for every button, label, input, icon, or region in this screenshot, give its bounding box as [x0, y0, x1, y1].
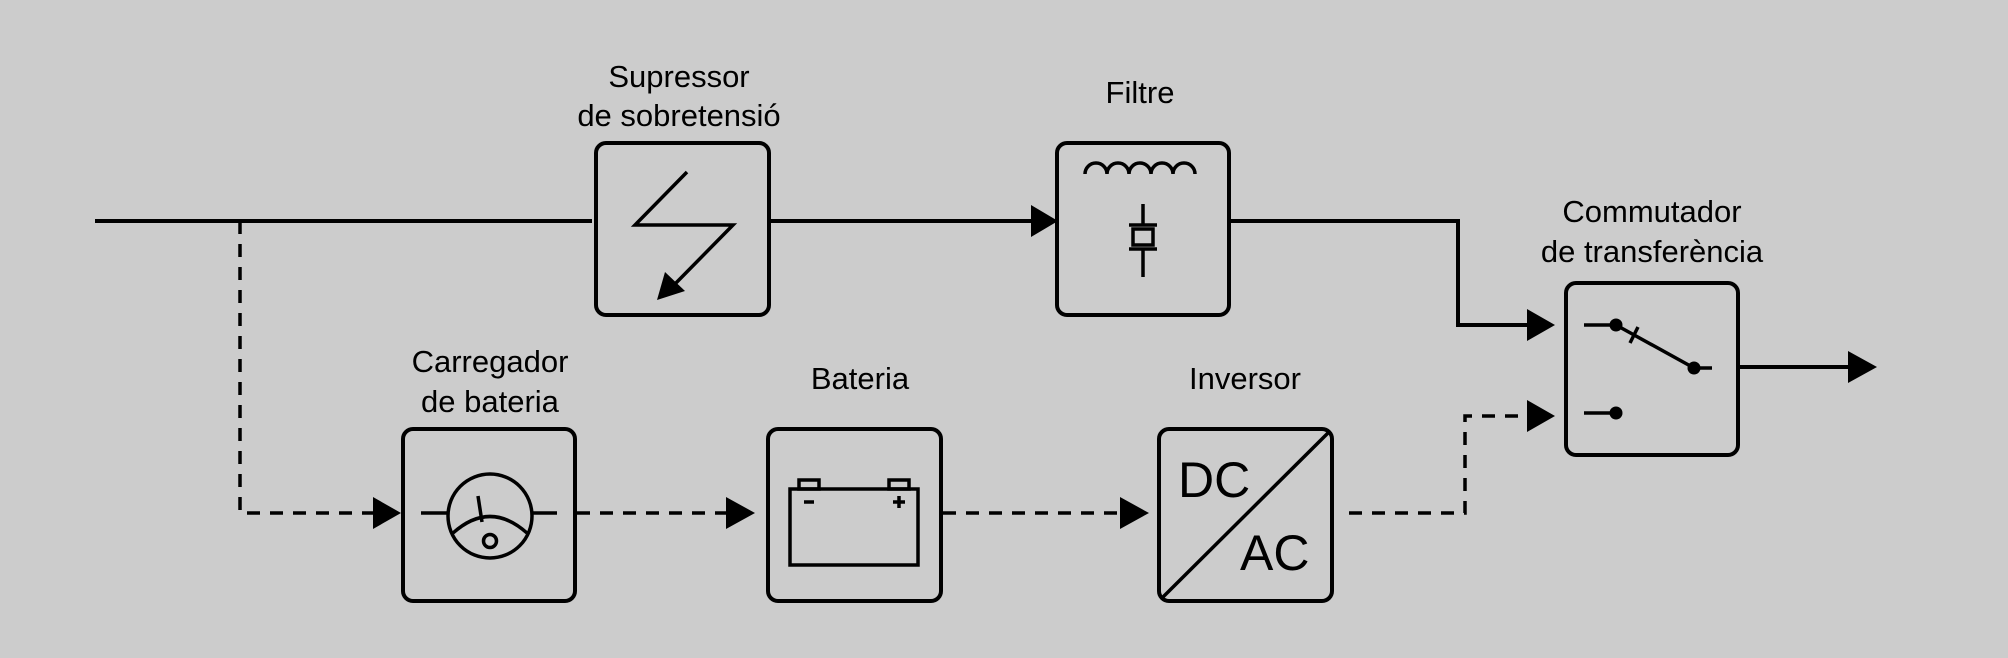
filter-box — [1055, 141, 1231, 317]
battery-input-arrow — [726, 497, 755, 529]
filter-block: Filtre — [1055, 75, 1231, 317]
battery-icon — [788, 478, 920, 567]
battery-charger-box — [401, 427, 577, 603]
main-power-path — [95, 205, 1877, 383]
inverter-dc-text: DC — [1178, 452, 1250, 508]
transfer-switch-label-line1: Commutador — [1562, 194, 1741, 229]
surge-suppressor-label-line2: de sobretensió — [577, 98, 780, 133]
input-to-charger-line — [238, 221, 376, 515]
filter-input-arrow — [1031, 205, 1058, 237]
battery-charger-label-line1: Carregador — [412, 344, 569, 379]
charger-input-arrow — [373, 497, 401, 529]
filter-label: Filtre — [1106, 75, 1175, 110]
transfer-switch-block: Commutador de transferència — [1541, 194, 1764, 457]
battery-block: Bateria — [766, 361, 943, 603]
surge-suppressor-label-line1: Supressor — [608, 59, 749, 94]
switch-input-arrow-backup — [1527, 400, 1555, 432]
surge-suppressor-box — [594, 141, 771, 317]
battery-charger-label-line2: de bateria — [421, 384, 560, 419]
output-arrow — [1848, 351, 1877, 383]
battery-box — [766, 427, 943, 603]
transfer-switch-box — [1564, 281, 1740, 457]
meter-gauge-icon — [421, 472, 557, 560]
transfer-switch-label-line2: de transferència — [1541, 234, 1764, 269]
dc-ac-converter-icon: DC AC — [1159, 429, 1332, 601]
inverter-input-arrow — [1120, 497, 1149, 529]
battery-backup-path — [238, 221, 1555, 529]
switch-icon — [1584, 318, 1712, 420]
inverter-to-switch-line — [1349, 414, 1532, 515]
inverter-block: Inversor DC AC — [1157, 361, 1334, 603]
battery-charger-block: Carregador de bateria — [401, 344, 577, 603]
inverter-box — [1157, 427, 1334, 603]
switch-input-arrow-main — [1527, 309, 1555, 341]
battery-label: Bateria — [811, 361, 910, 396]
filter-to-switch-line — [1230, 219, 1532, 327]
inductor-capacitor-icon — [1083, 161, 1197, 277]
inverter-label: Inversor — [1189, 361, 1301, 396]
surge-suppressor-block: Supressor de sobretensió — [577, 59, 781, 317]
lightning-arrow-icon — [630, 170, 738, 300]
inverter-ac-text: AC — [1240, 525, 1309, 581]
